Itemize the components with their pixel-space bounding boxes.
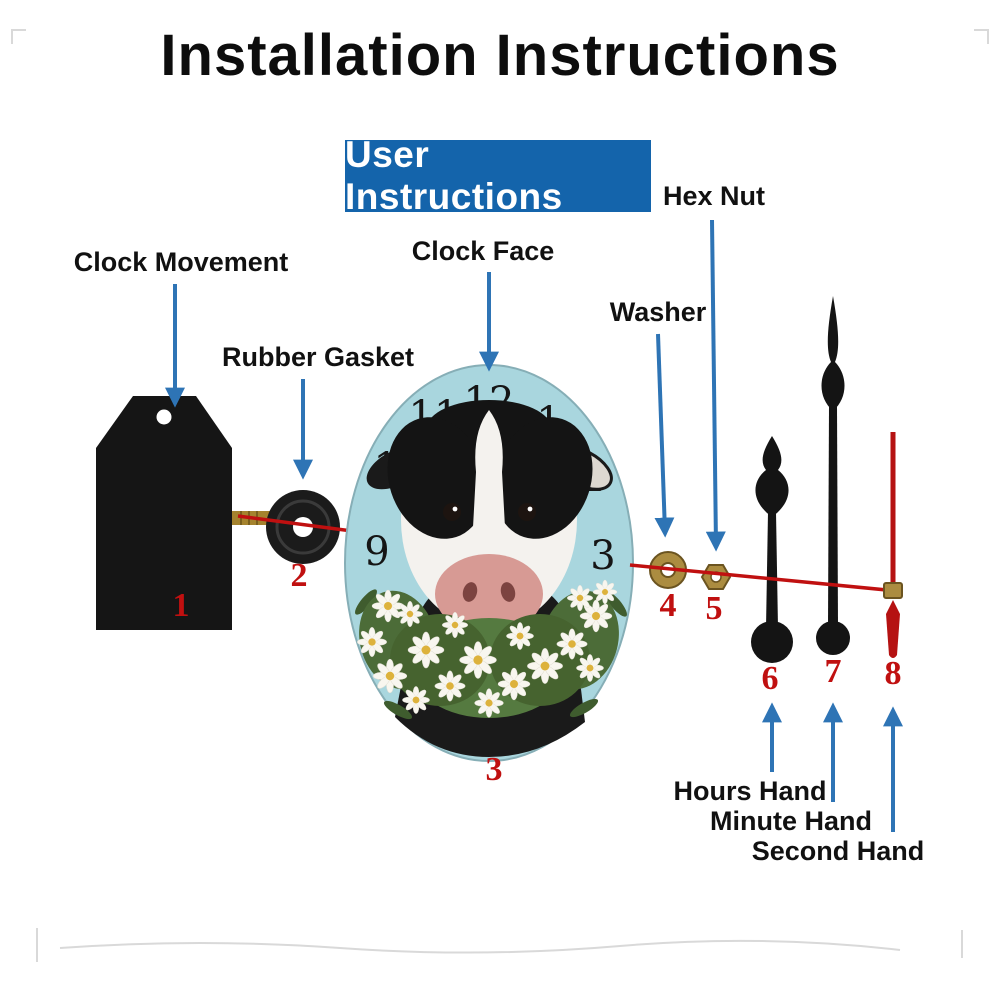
- cow-blaze: [472, 410, 506, 562]
- label-clock-face: Clock Face: [411, 236, 555, 266]
- user-instructions-banner: User Instructions: [345, 134, 651, 217]
- page-title: Installation Instructions: [160, 23, 840, 88]
- label-hex-nut: Hex Nut: [662, 181, 766, 211]
- label-second-hand: Second Hand: [751, 836, 925, 866]
- label-hours-hand: Hours Hand: [673, 776, 827, 806]
- label-washer: Washer: [609, 297, 707, 327]
- cow-muzzle: [435, 554, 543, 634]
- banner-label: User Instructions: [345, 134, 563, 217]
- shaft-line-left: [237, 514, 353, 533]
- scan-artifact: [11, 29, 989, 962]
- second-hand-shaft: [890, 432, 896, 587]
- label-minute-hand: Minute Hand: [710, 806, 872, 836]
- hex-nut-part: [700, 564, 732, 590]
- hanger-hole: [156, 409, 172, 425]
- arrow-washer: [654, 333, 675, 538]
- second-hand-counterweight: [886, 600, 900, 658]
- clock-numeral-3: 3: [590, 533, 615, 579]
- part-number-6: 6: [761, 660, 779, 697]
- cow-right-eye: [518, 503, 536, 521]
- part-number-7: 7: [824, 653, 842, 690]
- part-number-4: 4: [659, 587, 677, 624]
- cow-left-eye: [443, 503, 461, 521]
- hour-hand-part: [751, 436, 793, 663]
- clock-face-part: 12 1 2 3 4 5 6 7 8 9 10 11: [344, 364, 634, 762]
- part-number-3: 3: [485, 751, 503, 788]
- part-number-5: 5: [705, 590, 723, 627]
- daisy-wreath: [355, 579, 627, 720]
- part-number-2: 2: [290, 557, 308, 594]
- label-rubber-gasket: Rubber Gasket: [221, 342, 415, 372]
- arrow-hex-nut: [705, 219, 726, 552]
- shaft-line-right: [629, 563, 898, 593]
- label-clock-movement: Clock Movement: [73, 247, 289, 277]
- minute-hand-part: [816, 296, 850, 655]
- part-number-8: 8: [884, 655, 902, 692]
- pointer-arrows: [165, 219, 903, 832]
- second-hand-hub: [883, 582, 903, 599]
- clock-numeral-9: 9: [364, 529, 389, 575]
- part-number-1: 1: [172, 587, 190, 624]
